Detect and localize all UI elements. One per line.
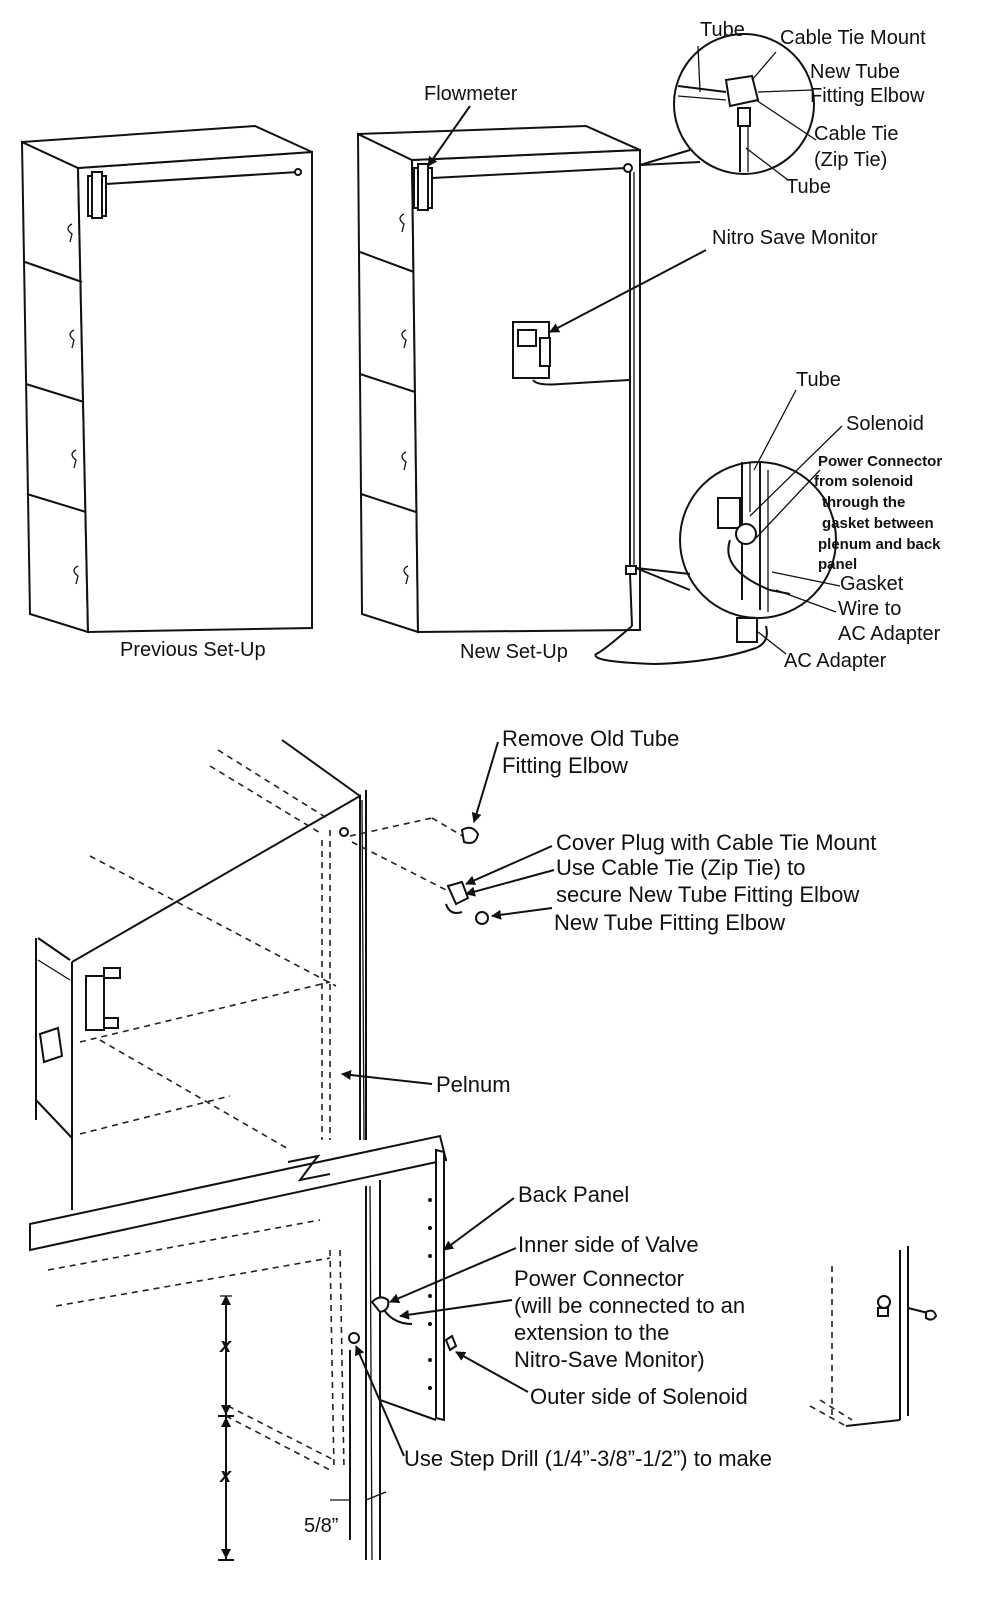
label-dim-x1: x (219, 1335, 232, 1357)
label-pelnum: Pelnum (436, 1072, 511, 1097)
svg-text:panel: panel (818, 556, 857, 573)
label-remove-line1: Remove Old Tube (502, 726, 679, 751)
label-power-connector: Power Connector (will be connected to an… (514, 1266, 745, 1372)
callout-new-tube-line1: New Tube (810, 61, 900, 83)
label-back-panel: Back Panel (518, 1182, 629, 1207)
callout-ac-adapter: AC Adapter (784, 650, 887, 672)
svg-text:Power Connector: Power Connector (514, 1266, 684, 1291)
label-dim-x2: x (219, 1465, 232, 1487)
arrow-outer-solenoid (455, 1351, 529, 1393)
callout-solenoid: Solenoid (846, 413, 924, 435)
new-setup-label: New Set-Up (460, 641, 568, 663)
svg-text:Nitro-Save Monitor): Nitro-Save Monitor) (514, 1347, 705, 1372)
callout-tube-3: Tube (796, 369, 841, 391)
callout-bottom (635, 389, 843, 655)
label-outer-solenoid: Outer side of Solenoid (530, 1384, 748, 1409)
arrow-pelnum (341, 1070, 433, 1085)
callout-tube-2: Tube (786, 176, 831, 198)
label-new-elbow: New Tube Fitting Elbow (554, 910, 785, 935)
svg-text:gasket between: gasket between (822, 515, 934, 532)
arrow-cover-plug (465, 845, 553, 885)
callout-wire-line1: Wire to (838, 598, 901, 620)
callout-power-connector: Power Connector from solenoid through th… (814, 453, 942, 573)
flowmeter-arrow (427, 105, 471, 167)
callout-gasket: Gasket (840, 573, 904, 595)
top-diagram: Previous Set-Up (20, 19, 942, 672)
svg-text:through the: through the (822, 494, 905, 511)
label-inner-valve: Inner side of Valve (518, 1232, 699, 1257)
previous-setup-cabinet (20, 124, 313, 634)
arrow-inner-valve (389, 1247, 517, 1304)
callout-cable-tie-mount: Cable Tie Mount (780, 27, 926, 49)
label-remove-line2: Fitting Elbow (502, 753, 628, 778)
callout-wire-line2: AC Adapter (838, 623, 941, 645)
arrow-new-elbow (491, 907, 553, 920)
label-use-cable-line1: Use Cable Tie (Zip Tie) to (556, 855, 805, 880)
label-use-cable-line2: secure New Tube Fitting Elbow (556, 882, 859, 907)
arrow-back-panel (443, 1197, 515, 1251)
exploded-fittings (339, 817, 489, 925)
arrow-power-connector (399, 1299, 513, 1320)
arrow-step-drill (355, 1345, 405, 1457)
label-dim-58: 5/8” (304, 1515, 338, 1537)
label-cover-plug: Cover Plug with Cable Tie Mount (556, 830, 876, 855)
monitor-arrow (549, 249, 707, 333)
valve-detail-inset (809, 1246, 938, 1427)
arrow-cable-tie (465, 869, 555, 897)
svg-text:(will be connected to an: (will be connected to an (514, 1293, 745, 1318)
callout-tube-1: Tube (700, 19, 745, 41)
callout-cable-tie-line2: (Zip Tie) (814, 149, 887, 171)
label-step-drill: Use Step Drill (1/4”-3/8”-1/2”) to make (404, 1446, 772, 1471)
cabinet-exploded-view (29, 739, 458, 1561)
svg-text:plenum and back: plenum and back (818, 536, 941, 553)
callout-new-tube-line2: Fitting Elbow (810, 85, 925, 107)
new-setup-cabinet (356, 124, 768, 666)
monitor-label: Nitro Save Monitor (712, 227, 878, 249)
svg-text:extension to the: extension to the (514, 1320, 669, 1345)
callout-cable-tie-line1: Cable Tie (814, 123, 899, 145)
flowmeter-label: Flowmeter (424, 83, 518, 105)
svg-text:Power Connector: Power Connector (818, 453, 942, 470)
bottom-diagram: Remove Old Tube Fitting Elbow Cover Plug… (29, 726, 938, 1561)
arrow-remove-elbow (471, 741, 499, 823)
callout-top (639, 33, 817, 181)
svg-text:from solenoid: from solenoid (814, 473, 913, 490)
previous-setup-label: Previous Set-Up (120, 639, 266, 661)
